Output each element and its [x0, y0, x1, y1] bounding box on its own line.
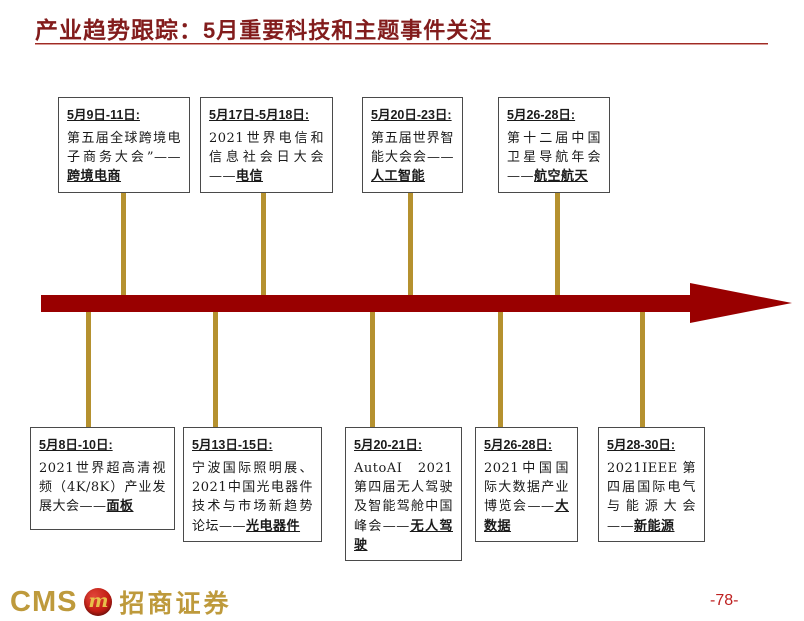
event-date: 5月13日-15日: — [192, 438, 273, 452]
cms-logo: CMS m 招商证券 — [10, 584, 231, 620]
title-underline — [35, 43, 768, 45]
event-date: 5月17日-5月18日: — [209, 108, 310, 122]
event-tag: 大数据 — [484, 499, 569, 534]
event-box-top-3: 5月20日-23日: 第五届世界智能大会会——人工智能 — [362, 97, 463, 193]
timeline-arrow-shaft — [41, 295, 701, 312]
event-tag: 跨境电商 — [67, 169, 122, 185]
event-tag: 新能源 — [634, 518, 675, 534]
event-date: 5月8日-10日: — [39, 438, 113, 452]
event-description: AutoAI 2021第四届无人驾驶及智能驾舱中国峰会——无人驾驶 — [354, 461, 453, 553]
event-date: 5月28-30日: — [607, 438, 676, 452]
event-box-bottom-5: 5月28-30日: 2021IEEE第四届国际电气与能源大会——新能源 — [598, 427, 705, 542]
connector-line-bottom-3 — [370, 312, 375, 427]
event-box-top-4: 5月26-28日: 第十二届中国卫星导航年会——航空航天 — [498, 97, 610, 193]
event-box-top-1: 5月9日-11日: 第五届全球跨境电子商务大会”——跨境电商 — [58, 97, 190, 193]
event-description: 第十二届中国卫星导航年会——航空航天 — [507, 131, 601, 185]
connector-line-bottom-2 — [213, 312, 218, 427]
connector-line-bottom-1 — [86, 312, 91, 427]
event-tag: 人工智能 — [371, 169, 426, 185]
event-description: 第五届全球跨境电子商务大会”——跨境电商 — [67, 131, 181, 185]
event-date: 5月9日-11日: — [67, 108, 140, 122]
event-tag: 光电器件 — [246, 518, 301, 534]
event-description: 2021世界超高清视频（4K/8K）产业发展大会——面板 — [39, 461, 166, 515]
event-description: 2021IEEE第四届国际电气与能源大会——新能源 — [607, 461, 696, 534]
event-description: 2021世界电信和信息社会日大会——电信 — [209, 131, 324, 185]
timeline-arrowhead — [690, 283, 792, 323]
cms-emblem-icon: m — [84, 588, 113, 616]
event-tag: 电信 — [236, 169, 264, 185]
event-box-bottom-1: 5月8日-10日: 2021世界超高清视频（4K/8K）产业发展大会——面板 — [30, 427, 175, 530]
page-title-emphasis: 5月重要科技和主题事件关注 — [203, 18, 493, 43]
event-date: 5月26-28日: — [507, 108, 576, 122]
event-box-bottom-4: 5月26-28日: 2021中国国际大数据产业博览会——大数据 — [475, 427, 578, 542]
event-box-bottom-2: 5月13日-15日: 宁波国际照明展、2021中国光电器件技术与市场新趋势论坛—… — [183, 427, 322, 542]
connector-line-top-3 — [408, 180, 413, 295]
connector-line-bottom-5 — [640, 312, 645, 427]
page-number: -78- — [710, 592, 739, 609]
page-title-prefix: 产业趋势跟踪： — [35, 17, 203, 44]
connector-line-bottom-4 — [498, 312, 503, 427]
event-box-top-2: 5月17日-5月18日: 2021世界电信和信息社会日大会——电信 — [200, 97, 333, 193]
event-box-bottom-3: 5月20-21日: AutoAI 2021第四届无人驾驶及智能驾舱中国峰会——无… — [345, 427, 462, 562]
company-name: 招商证券 — [119, 589, 232, 618]
connector-line-top-1 — [121, 180, 126, 295]
event-date: 5月26-28日: — [484, 438, 553, 452]
cms-logo-text: CMS — [10, 585, 78, 618]
event-description: 宁波国际照明展、2021中国光电器件技术与市场新趋势论坛——光电器件 — [192, 461, 313, 534]
event-tag: 航空航天 — [534, 169, 589, 185]
connector-line-top-2 — [261, 180, 266, 295]
event-tag: 面板 — [106, 499, 134, 515]
event-description: 第五届世界智能大会会——人工智能 — [371, 131, 454, 185]
event-description: 2021中国国际大数据产业博览会——大数据 — [484, 461, 569, 534]
event-date: 5月20日-23日: — [371, 108, 452, 122]
connector-line-top-4 — [555, 180, 560, 295]
event-tag: 无人驾驶 — [354, 518, 453, 553]
page-title: 产业趋势跟踪：5月重要科技和主题事件关注 — [35, 11, 492, 45]
event-date: 5月20-21日: — [354, 438, 423, 452]
